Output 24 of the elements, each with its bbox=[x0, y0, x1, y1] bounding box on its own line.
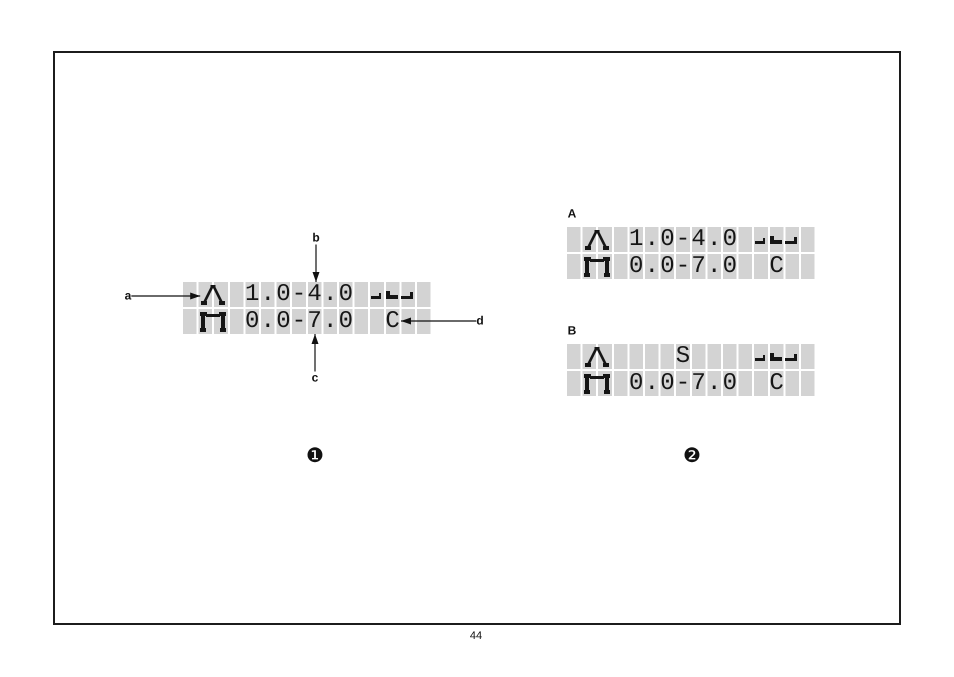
page-number: 44 bbox=[470, 630, 482, 642]
figure-number: ❷ bbox=[683, 444, 701, 466]
leader-arrow bbox=[401, 318, 476, 324]
leader-arrow bbox=[131, 292, 200, 300]
lcd-reading: 0.0-7.0 bbox=[629, 371, 738, 396]
lcd-character: S bbox=[676, 344, 692, 369]
callout-letter: d bbox=[476, 314, 484, 328]
figure-number: ❶ bbox=[306, 444, 324, 466]
compass-icon bbox=[200, 284, 226, 304]
lcd-reading: 1.0-4.0 bbox=[629, 227, 738, 252]
callout-letter: b bbox=[312, 232, 320, 244]
leader-arrow bbox=[312, 334, 318, 372]
leader-arrow bbox=[312, 244, 320, 282]
callout-letter: a bbox=[124, 290, 132, 302]
lcd-character: C bbox=[769, 254, 785, 279]
display-heading: B bbox=[568, 324, 576, 338]
lcd-character: C bbox=[385, 309, 401, 334]
lcd-reading: 0.0-7.0 bbox=[629, 254, 738, 279]
lcd-reading: 0.0-7.0 bbox=[245, 309, 354, 334]
lcd-reading: 1.0-4.0 bbox=[245, 282, 354, 307]
lcd-display bbox=[183, 282, 431, 334]
display-heading: A bbox=[568, 208, 576, 220]
callout-letter: c bbox=[312, 372, 318, 384]
lcd-character: C bbox=[769, 371, 785, 396]
